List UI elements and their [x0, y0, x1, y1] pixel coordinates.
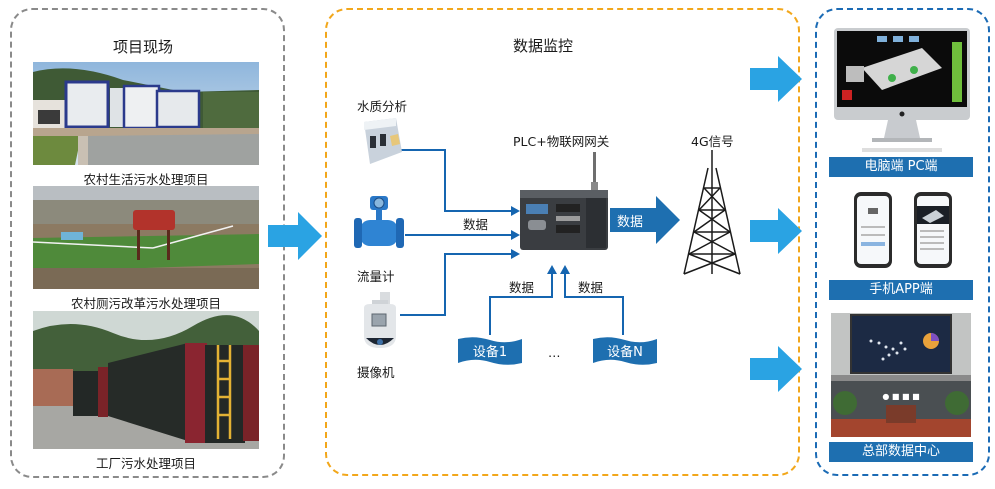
endpoint-label-mobile: 手机APP端: [829, 280, 973, 300]
data-monitoring-panel: [325, 8, 800, 476]
line-camera-to-gateway: [400, 253, 515, 316]
arrowhead-1: [511, 206, 520, 216]
data-arrow-label: 数据: [617, 215, 644, 230]
flow-arrow-to-mobile: [750, 208, 802, 254]
arrowhead-4: [547, 265, 557, 274]
gateway-label: PLC+物联网网关: [513, 134, 610, 149]
plc-gateway-device-icon: [520, 152, 610, 256]
flowmeter-icon: [352, 190, 406, 256]
svg-text:● ■ ■ ■: ● ■ ■ ■: [882, 392, 919, 401]
device-1-label: 设备1: [472, 345, 508, 360]
project-caption-3: 工厂污水处理项目: [95, 456, 196, 471]
data-label-sensors: 数据: [463, 217, 489, 232]
device-ellipsis: …: [548, 345, 562, 360]
project-site-title: 项目现场: [113, 38, 174, 56]
arrowhead-5: [560, 265, 570, 274]
device-n-banner: 设备N: [593, 337, 657, 367]
data-monitoring-title: 数据监控: [513, 37, 574, 55]
container-sewage-plant-photo: [33, 62, 259, 165]
arrowhead-3: [511, 249, 520, 259]
flow-arrow-to-hq: [750, 346, 802, 392]
endpoint-label-pc: 电脑端 PC端: [829, 157, 973, 177]
line-device1-to-gateway: [489, 270, 553, 335]
water-quality-analyzer-icon: [360, 118, 404, 166]
data-label-device1: 数据: [509, 280, 535, 295]
project-caption-1: 农村生活污水处理项目: [83, 172, 209, 187]
project-caption-2: 农村厕污改革污水处理项目: [70, 296, 221, 311]
data-label-deviceN: 数据: [578, 280, 604, 295]
sensor-label-flowmeter: 流量计: [357, 269, 395, 284]
sensor-label-water-quality: 水质分析: [357, 99, 408, 114]
cell-tower-icon: [680, 150, 744, 276]
camera-icon: [358, 290, 402, 352]
sensor-label-camera: 摄像机: [357, 365, 395, 380]
device-1-banner: 设备1: [458, 337, 522, 367]
flow-arrow-to-pc: [750, 56, 802, 102]
factory-sewage-tanks-photo: [33, 311, 259, 449]
data-arrow-gateway-to-tower: [610, 196, 680, 244]
client-endpoints-panel: [815, 8, 990, 476]
pc-monitor-image: [832, 28, 972, 154]
flow-arrow-site-to-monitor: [268, 212, 322, 260]
line-water-quality-to-gateway: [400, 149, 515, 212]
mobile-app-image: [848, 190, 958, 272]
arrowhead-2: [511, 230, 520, 240]
endpoint-label-hq: 总部数据中心: [829, 442, 973, 462]
4g-signal-label: 4G信号: [691, 134, 734, 149]
rural-toilet-sewage-site-photo: [33, 186, 259, 289]
line-deviceN-to-gateway: [564, 270, 624, 335]
device-n-label: 设备N: [607, 345, 643, 360]
hq-data-center-image: ● ■ ■ ■: [831, 313, 971, 437]
